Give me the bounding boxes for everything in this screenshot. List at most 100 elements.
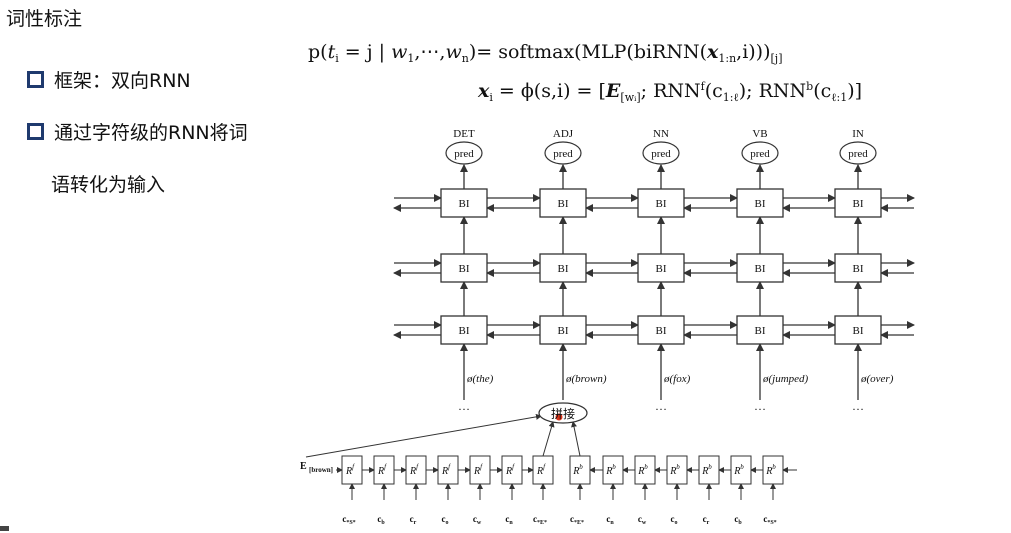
- forward-rnn-cell-label: Rf: [536, 463, 546, 477]
- eq-token: ,⋯,: [414, 41, 446, 63]
- forward-rnn-cell: [437, 455, 459, 485]
- concat-label: 拼接: [551, 406, 575, 421]
- cell-sup: f: [416, 463, 419, 471]
- bi-cell: [637, 253, 685, 283]
- embedding-arrow: [305, 413, 542, 458]
- cell-sup: b: [740, 463, 744, 471]
- ellipsis-label: …: [852, 399, 864, 413]
- eq-token: = j |: [338, 41, 392, 63]
- pred-label: pred: [553, 148, 573, 160]
- bi-cell: [834, 253, 882, 283]
- bi-cell: [440, 315, 488, 345]
- eq-sup: f: [700, 80, 705, 93]
- cell-sup: f: [352, 463, 355, 471]
- forward-rnn-cell-label: Rf: [409, 463, 419, 477]
- char-sub: o: [675, 520, 678, 526]
- input-label: ø(the): [466, 373, 494, 385]
- bi-cell-label: BI: [853, 263, 864, 275]
- char-sub: b: [381, 520, 385, 526]
- bi-cell-label: BI: [558, 198, 569, 210]
- pred-label: pred: [651, 148, 671, 160]
- bi-cell-label: BI: [755, 198, 766, 210]
- backward-rnn-cell: [730, 455, 752, 485]
- backward-rnn-cell: [634, 455, 656, 485]
- eq-token: E: [605, 80, 621, 102]
- char-label: cn: [606, 514, 614, 526]
- bi-cell: [834, 315, 882, 345]
- pred-node: [642, 141, 680, 165]
- ellipsis-label: …: [655, 399, 667, 413]
- char-label: co: [671, 514, 678, 526]
- pos-tag-label: DET: [453, 128, 475, 140]
- eq-sub: i: [335, 52, 339, 65]
- char-label: cr: [410, 514, 417, 526]
- backward-rnn-cell-label: Rb: [765, 463, 776, 477]
- cell-sup: f: [384, 463, 387, 471]
- input-label: ø(jumped): [762, 373, 809, 385]
- slide-title: 词性标注: [6, 8, 83, 30]
- equation-input-repr: xi = ϕ(s,i) = [E[wᵢ]; RNNf(c1:ℓ); RNNb(c…: [478, 80, 862, 104]
- ellipsis-label: …: [754, 399, 766, 413]
- backward-rnn-cell: [762, 455, 784, 485]
- bi-cell: [539, 253, 587, 283]
- backward-rnn-cell: [602, 455, 624, 485]
- cell-sup: f: [543, 463, 546, 471]
- bi-cell-label: BI: [853, 325, 864, 337]
- input-label: ø(fox): [663, 373, 691, 385]
- bi-cell: [834, 188, 882, 218]
- forward-rnn-cell-label: Rf: [377, 463, 387, 477]
- eq-token: (c: [704, 80, 723, 102]
- pos-tag-label: IN: [852, 128, 864, 140]
- char-sub: b: [738, 520, 742, 526]
- eq-sub: i: [489, 91, 493, 104]
- cell-sup: b: [612, 463, 616, 471]
- pred-label: pred: [454, 148, 474, 160]
- eq-token: t: [327, 41, 336, 63]
- eq-token: = ϕ(s,i) = [: [492, 80, 606, 102]
- eq-token: ); RNN: [738, 80, 807, 102]
- char-label: c*S*: [342, 514, 355, 526]
- char-sub: r: [414, 520, 417, 526]
- char-sub: *S*: [767, 520, 776, 526]
- forward-rnn-cell: [373, 455, 395, 485]
- eq-sub: 1:ℓ: [722, 91, 739, 104]
- eq-token: w: [391, 41, 408, 63]
- eq-sub: 1:n: [718, 52, 737, 65]
- bi-cell-label: BI: [459, 325, 470, 337]
- bi-cell-label: BI: [656, 325, 667, 337]
- char-label: cn: [505, 514, 513, 526]
- eq-token: p(: [308, 41, 328, 63]
- forward-rnn-cell: [501, 455, 523, 485]
- pred-label: pred: [750, 148, 770, 160]
- cell-sup: b: [579, 463, 583, 471]
- input-label: ø(over): [860, 373, 894, 385]
- bi-cell: [736, 315, 784, 345]
- cell-sup: f: [480, 463, 483, 471]
- input-label: ø(brown): [565, 373, 607, 385]
- backward-rnn-cell-label: Rb: [669, 463, 680, 477]
- char-label: cb: [377, 514, 385, 526]
- eq-token: x: [707, 41, 719, 63]
- backward-rnn-cell: [569, 455, 591, 485]
- square-bullet-icon: [27, 71, 44, 88]
- pred-node: [445, 141, 483, 165]
- backward-rnn-cell-label: Rb: [572, 463, 583, 477]
- char-label: cb: [734, 514, 742, 526]
- char-sub: w: [477, 520, 482, 526]
- eq-sub: 1: [407, 52, 415, 65]
- forward-rnn-cell: [469, 455, 491, 485]
- char-label: cr: [703, 514, 710, 526]
- eq-sup: b: [806, 80, 814, 93]
- bi-cell-label: BI: [459, 263, 470, 275]
- backward-rnn-cell-label: Rb: [701, 463, 712, 477]
- eq-token: x: [478, 80, 490, 102]
- bi-cell: [440, 188, 488, 218]
- bi-cell: [637, 188, 685, 218]
- forward-rnn-cell-label: Rf: [505, 463, 515, 477]
- corner-mark: [0, 526, 9, 531]
- forward-rnn-cell-label: Rf: [473, 463, 483, 477]
- char-label: cw: [638, 514, 647, 526]
- backward-rnn-cell: [698, 455, 720, 485]
- eq-sub: ℓ:1: [831, 91, 848, 104]
